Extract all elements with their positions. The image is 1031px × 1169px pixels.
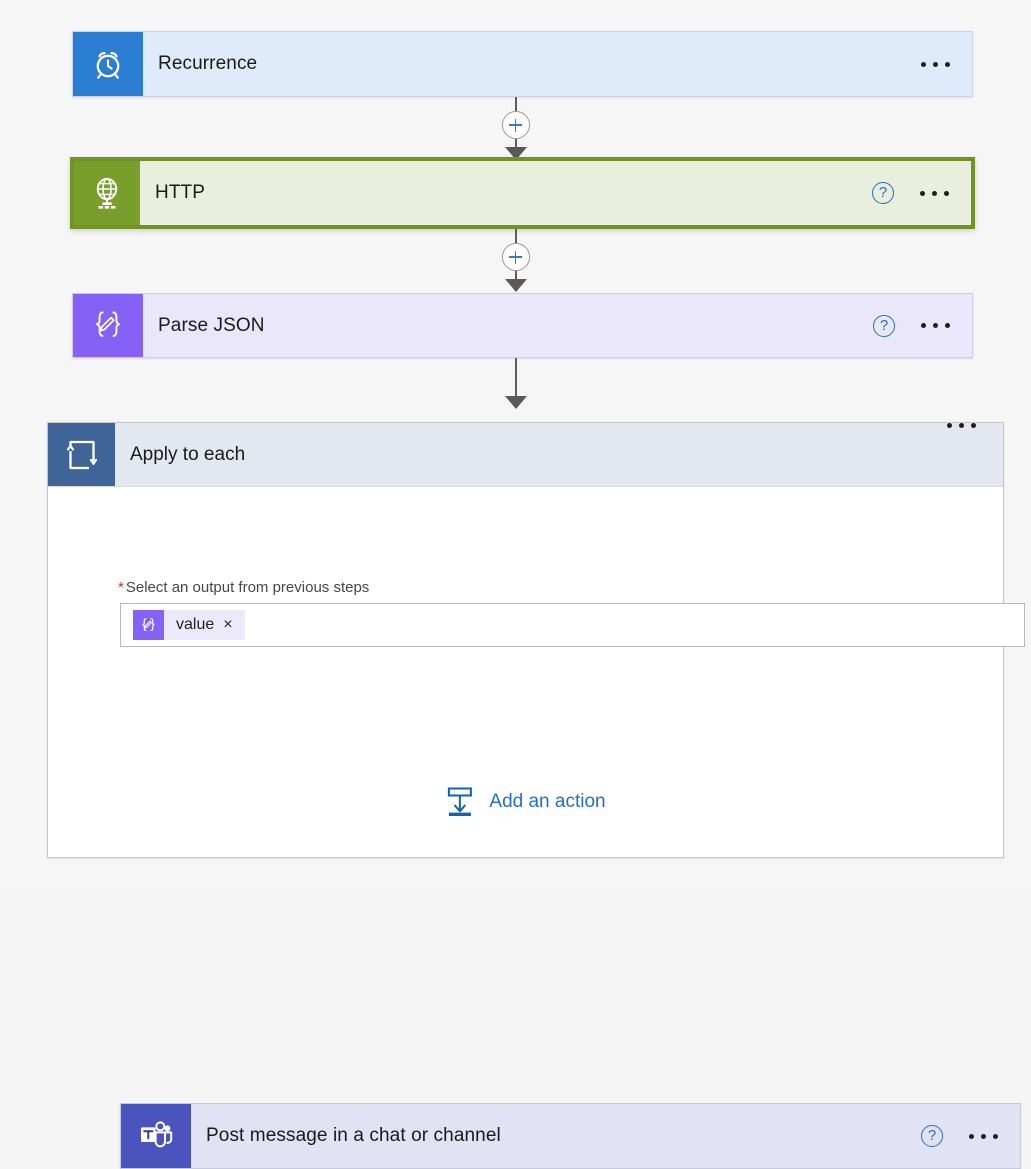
connector-parsejson-to-applytoeach [504,358,527,409]
globe-icon [74,161,140,225]
flow-step-teams-body: Post message in a chat or channel [191,1104,921,1168]
overflow-menu-icon[interactable] [920,190,949,196]
flow-step-recurrence-actions [921,32,972,96]
flow-step-post-message-teams[interactable]: Post message in a chat or channel ? [120,1103,1021,1169]
add-action-icon [445,787,473,817]
flow-step-http-actions: ? [872,161,971,225]
token-label: value [176,616,215,633]
flow-step-title: Parse JSON [158,314,265,336]
flow-step-parse-json-body: Parse JSON [143,294,873,357]
overflow-menu-icon[interactable] [921,323,950,328]
flow-scope-actions [947,423,1003,486]
help-icon[interactable]: ? [921,1125,943,1147]
connector-arrow-icon [504,279,527,292]
flow-step-title: Recurrence [158,53,258,74]
flow-designer-canvas: Recurrence [0,0,1031,890]
parse-json-braces-icon [133,610,164,640]
flow-scope-title: Apply to each [130,443,246,465]
loop-icon [48,423,115,486]
flow-scope-body: *Select an output from previous steps va… [48,487,1025,1169]
connector-http-to-parsejson [501,229,530,292]
flow-scope-header[interactable]: Apply to each [48,423,1003,487]
flow-step-teams-actions: ? [921,1104,1020,1168]
flow-step-parse-json[interactable]: Parse JSON ? [72,293,973,358]
flow-step-parse-json-actions: ? [873,294,972,357]
flow-step-recurrence[interactable]: Recurrence [72,31,973,97]
flow-step-recurrence-body: Recurrence [143,32,921,96]
insert-step-plus-button[interactable] [501,243,530,271]
connector-arrow-icon [504,147,527,160]
add-action-label: Add an action [489,791,606,812]
flow-step-title: Post message in a chat or channel [206,1125,501,1146]
flow-scope-title-wrap: Apply to each [115,423,947,486]
dynamic-content-token[interactable]: value × [133,610,245,640]
flow-step-http-body: HTTP [140,161,872,225]
overflow-menu-icon[interactable] [969,1133,998,1139]
overflow-menu-icon[interactable] [947,423,976,428]
required-marker: * [118,579,124,596]
help-icon[interactable]: ? [872,182,894,204]
close-icon[interactable]: × [223,616,233,633]
field-label-text: Select an output from previous steps [125,579,370,596]
add-action-button[interactable]: Add an action [445,787,606,817]
insert-step-plus-button[interactable] [501,111,530,139]
flow-step-title: HTTP [155,182,206,203]
help-icon[interactable]: ? [873,314,895,337]
microsoft-teams-icon [121,1104,191,1168]
field-label-select-output: *Select an output from previous steps [118,579,369,596]
parse-json-braces-icon [73,294,143,357]
overflow-menu-icon[interactable] [921,61,950,67]
connector-recurrence-to-http [501,97,530,160]
select-output-input[interactable]: value × [120,603,1025,647]
flow-scope-apply-to-each[interactable]: Apply to each *Select an output from pre… [47,422,1025,1169]
connector-arrow-icon [504,396,527,409]
flow-step-http[interactable]: HTTP ? [70,157,975,229]
alarm-clock-icon [73,32,143,96]
